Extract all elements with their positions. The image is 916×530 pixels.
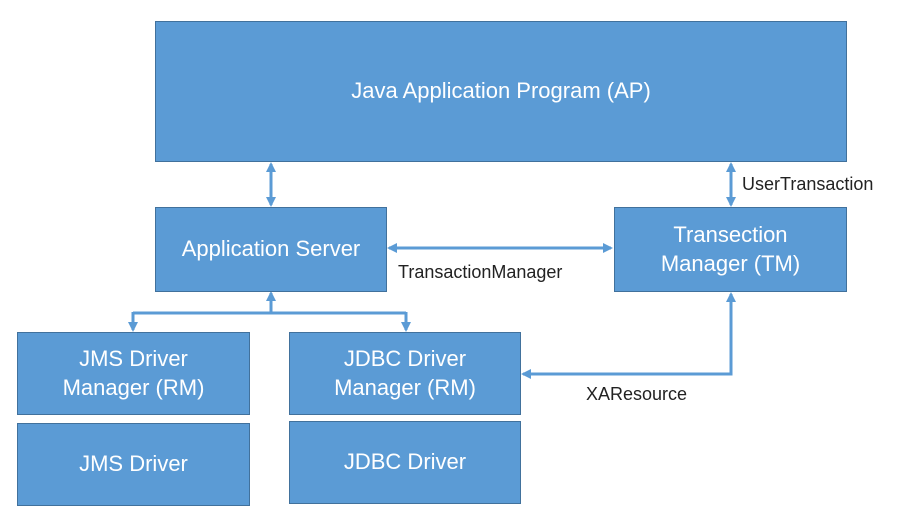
application-server-label: Application Server	[181, 236, 361, 262]
jms-driver-label: JMS Driver	[79, 451, 188, 477]
jdbc-driver-manager-label: JDBC Driver Manager (RM)	[334, 345, 476, 400]
transaction-manager-edge-label: TransactionManager	[398, 262, 563, 282]
user-transaction-label: UserTransaction	[742, 174, 874, 194]
arrow-jdbc-tm	[521, 292, 736, 379]
transaction-manager-label: Transection Manager (TM)	[660, 221, 801, 276]
xa-resource-label: XAResource	[586, 384, 688, 404]
java-application-program-label: Java Application Program (AP)	[351, 78, 651, 104]
jms-driver-box: JMS Driver	[17, 423, 250, 506]
jms-driver-manager-box: JMS Driver Manager (RM)	[17, 332, 250, 415]
application-server-box: Application Server	[155, 207, 387, 292]
jdbc-driver-label: JDBC Driver	[343, 449, 467, 475]
jdbc-driver-box: JDBC Driver	[289, 421, 521, 504]
jdbc-driver-manager-box: JDBC Driver Manager (RM)	[289, 332, 521, 415]
java-application-program-box: Java Application Program (AP)	[155, 21, 847, 162]
transaction-manager-box: Transection Manager (TM)	[614, 207, 847, 292]
jms-driver-manager-label: JMS Driver Manager (RM)	[62, 345, 205, 400]
